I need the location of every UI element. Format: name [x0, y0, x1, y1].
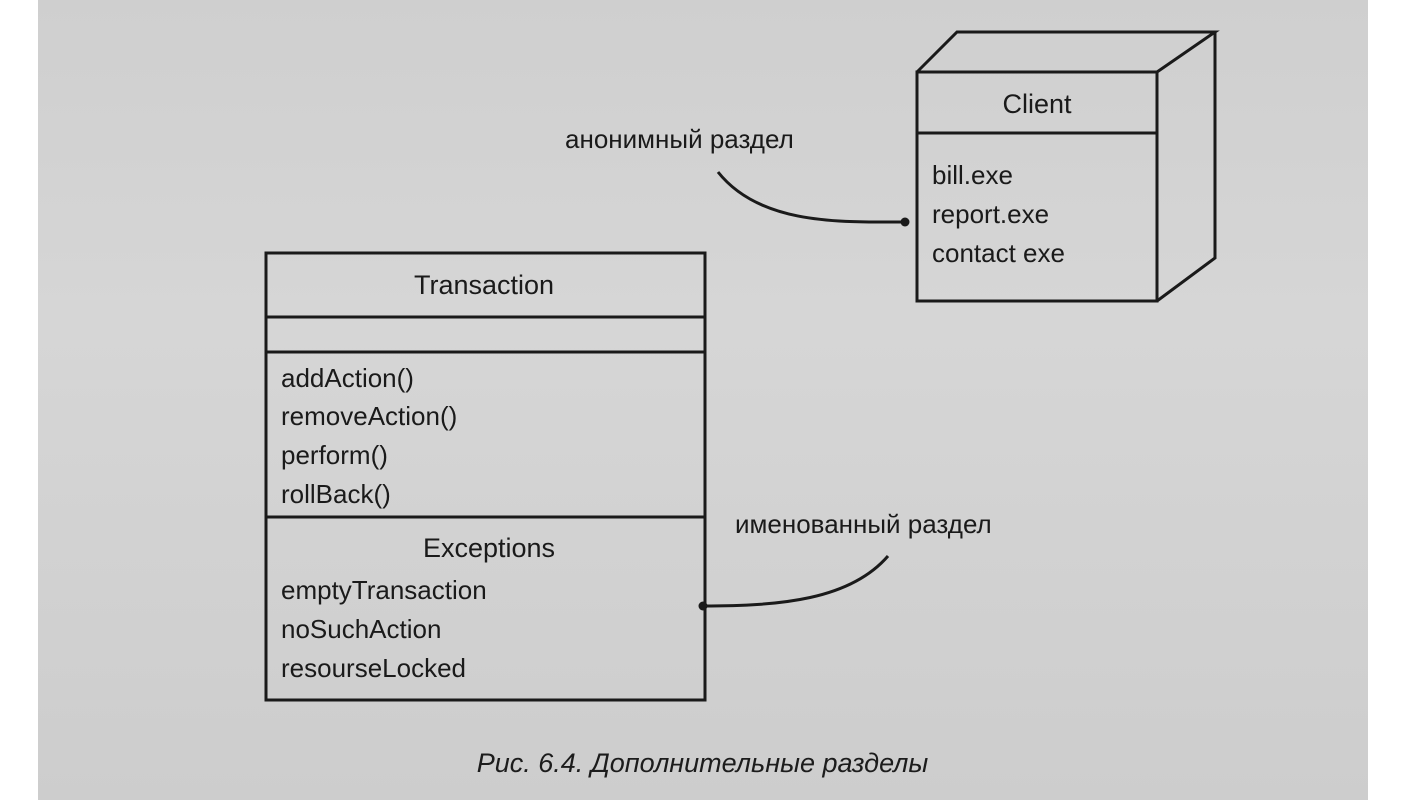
exceptions-section-title: Exceptions: [423, 533, 555, 563]
named-section-label: именованный раздел: [735, 509, 992, 539]
operation-item: perform(): [281, 440, 388, 470]
client-artifact: report.exe: [932, 199, 1049, 229]
client-node-title: Client: [1002, 89, 1072, 119]
transaction-class-box: [264, 251, 707, 702]
transaction-class-frame: [264, 251, 707, 702]
anonymous-section-anchor-dot: [900, 217, 910, 227]
operation-item: addAction(): [281, 363, 414, 393]
exception-item: emptyTransaction: [281, 575, 487, 605]
operation-item: removeAction(): [281, 401, 457, 431]
transaction-class-title: Transaction: [414, 270, 554, 300]
client-node: [915, 30, 1220, 303]
client-node-top: [915, 30, 1220, 74]
anonymous-section-label: анонимный раздел: [565, 124, 794, 154]
exception-item: resourseLocked: [281, 653, 466, 683]
operation-item: rollBack(): [281, 479, 391, 509]
anonymous-section-leader: [716, 171, 904, 224]
client-node-side: [1156, 32, 1217, 303]
figure-caption: Рис. 6.4. Дополнительные разделы: [476, 748, 929, 778]
client-artifact: bill.exe: [932, 160, 1013, 190]
named-section-anchor-dot: [698, 601, 708, 611]
exception-item: noSuchAction: [281, 614, 441, 644]
named-section-leader: [702, 555, 890, 608]
client-artifact: contact exe: [932, 238, 1065, 268]
